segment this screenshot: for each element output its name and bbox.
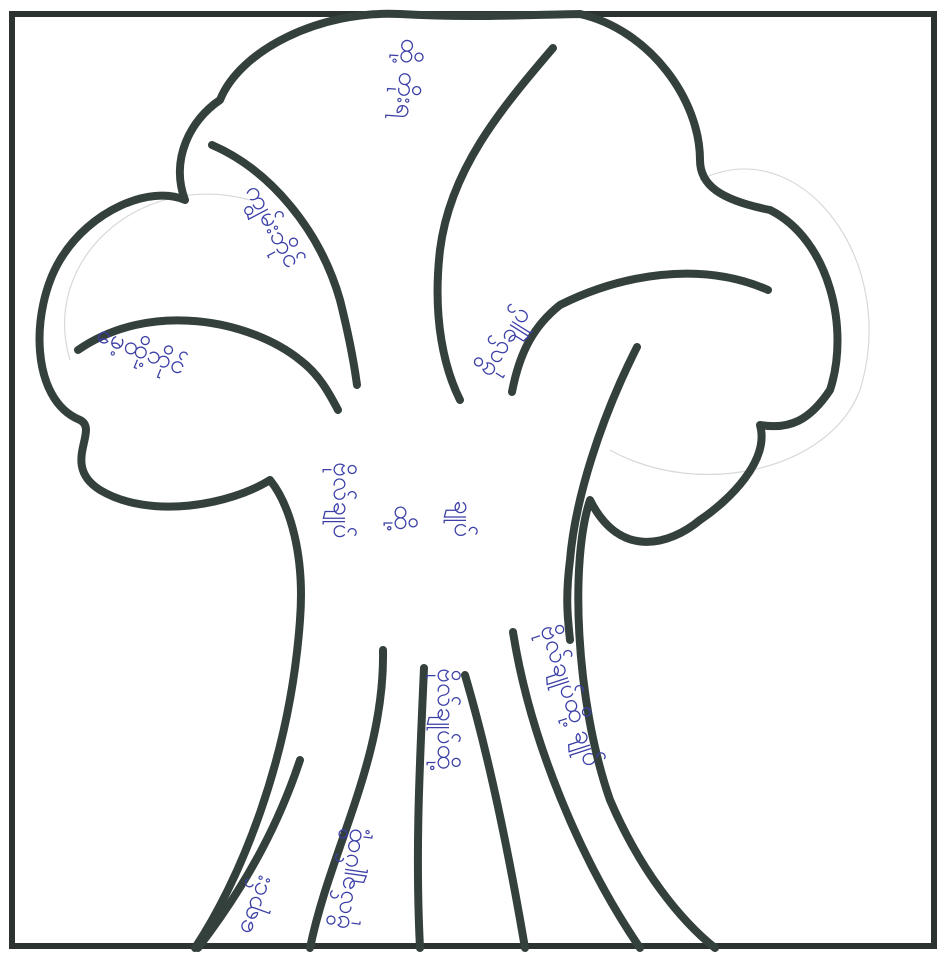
- label-left-branch: မေ့ထို့ဘိုင်: [91, 318, 191, 386]
- label-top-branch: ထို့ တိုးရ: [384, 37, 426, 122]
- label-trunk-center: ထို့: [383, 505, 419, 531]
- label-upper-left-branch: ကျွမ်းဘိုင်: [234, 179, 309, 276]
- root-line-3: [465, 675, 525, 948]
- pencil-guide-right: [610, 169, 869, 474]
- root-line-2: [418, 668, 424, 948]
- label-root-2: ဗိုလ်ချုပ်ထို့: [324, 825, 374, 932]
- right-branch-line: [512, 274, 768, 392]
- label-trunk-left: ဗိုလ်ချုပ်: [322, 462, 358, 539]
- label-trunk-right: ချုပ်: [443, 500, 479, 537]
- tree-outline: [40, 14, 838, 948]
- label-root-3: ဗိုလ်ချုပ်ထို့: [426, 668, 462, 771]
